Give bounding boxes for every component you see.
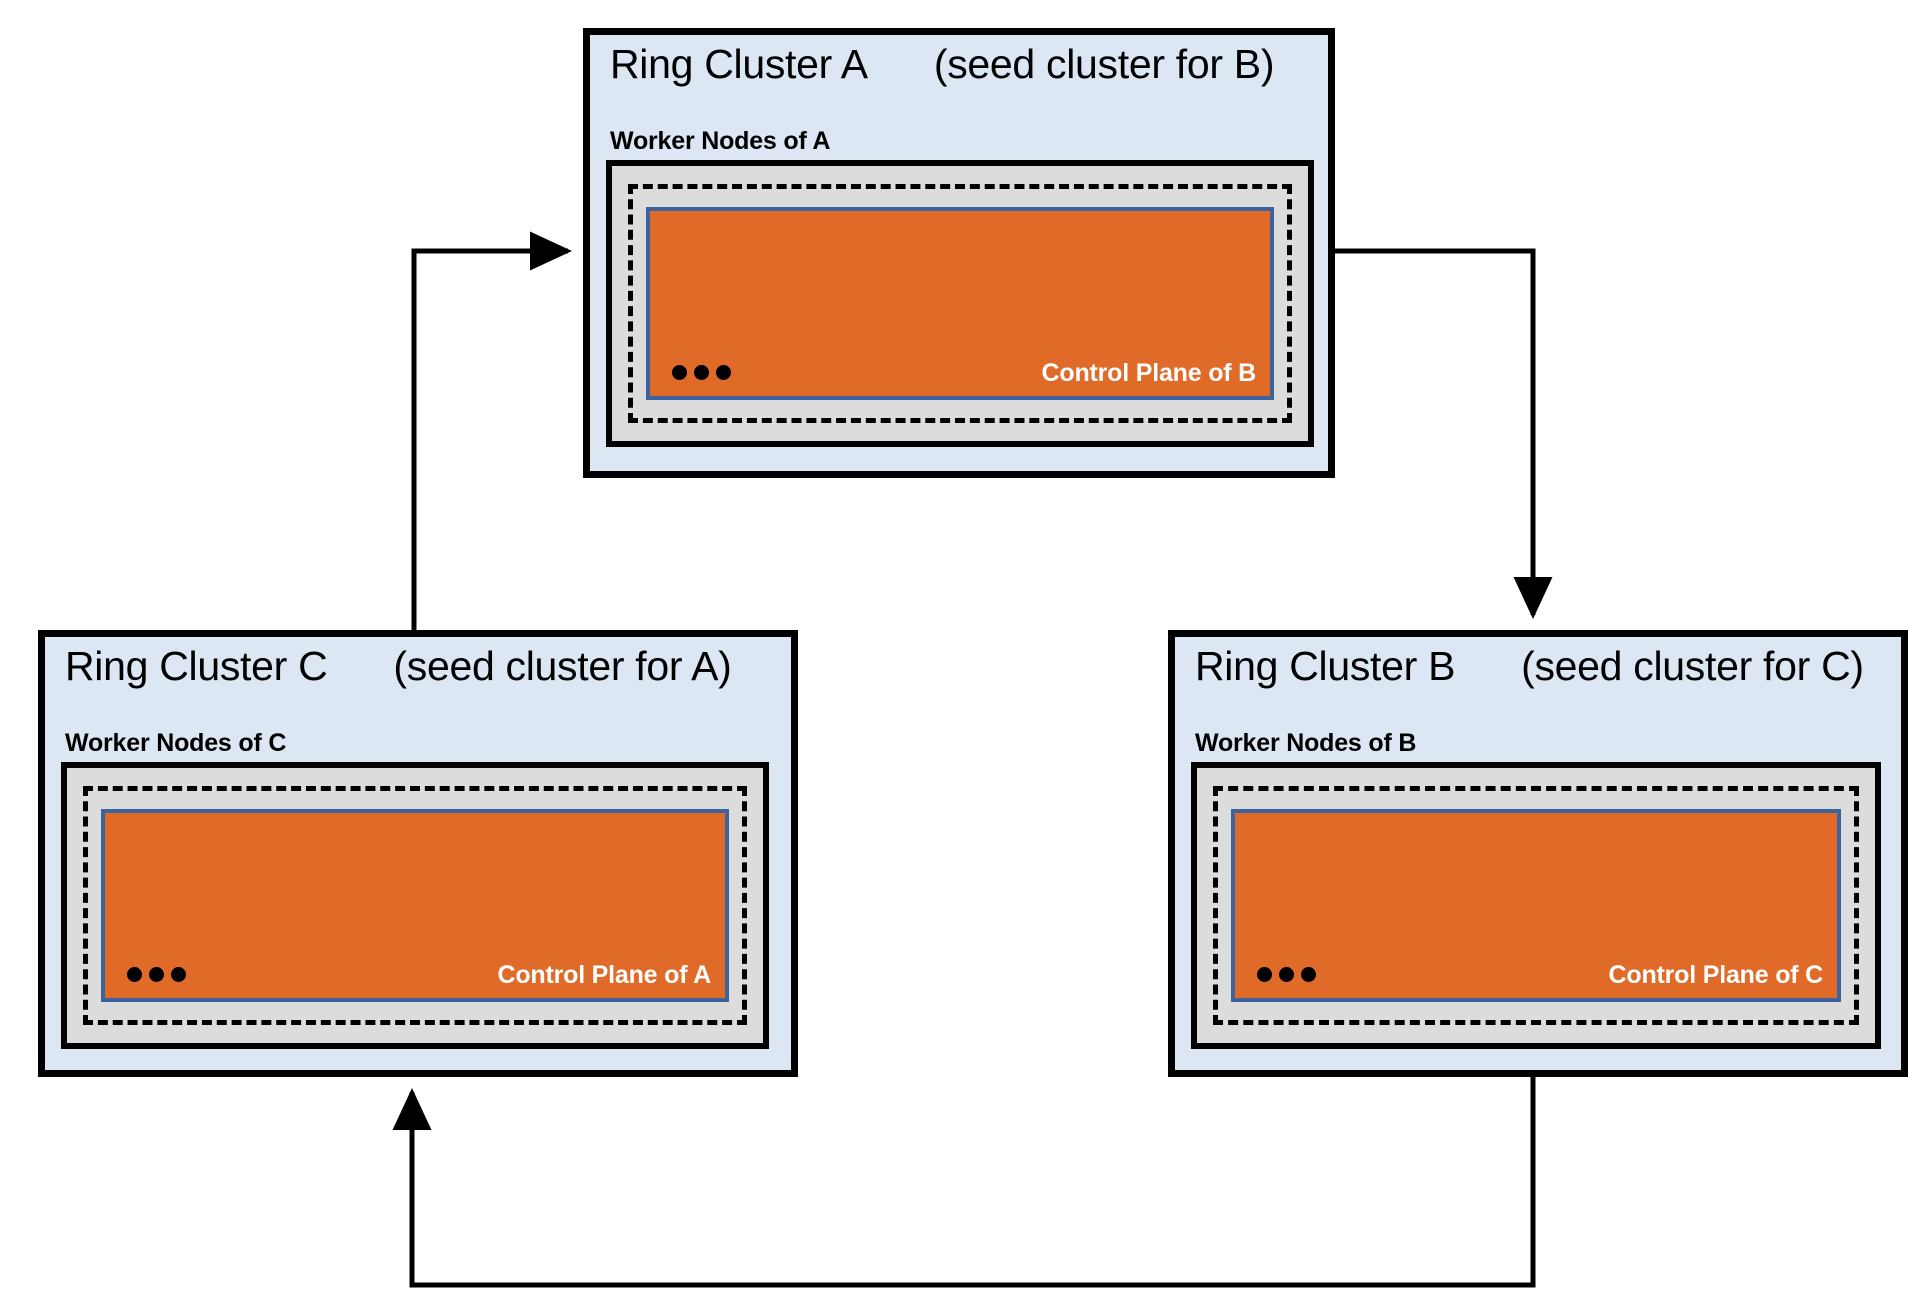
dot <box>1257 967 1272 982</box>
arrow-c-to-a <box>411 231 573 630</box>
cluster-b-title: Ring Cluster B (seed cluster for C) <box>1195 643 1864 690</box>
arrow-b-to-c <box>392 1077 1536 1288</box>
cluster-c-name: Ring Cluster C <box>65 643 328 689</box>
cluster-a-worker-nodes-box[interactable]: Control Plane of B <box>606 160 1314 447</box>
cluster-b-node-group: Control Plane of C <box>1213 786 1859 1025</box>
cluster-c-seed-note: (seed cluster for A) <box>393 643 732 689</box>
cluster-b-seed-note: (seed cluster for C) <box>1521 643 1864 689</box>
cluster-a-seed-note: (seed cluster for B) <box>933 41 1275 87</box>
cluster-c-title: Ring Cluster C (seed cluster for A) <box>65 643 732 690</box>
dot <box>127 967 142 982</box>
dot <box>171 967 186 982</box>
cluster-a-title: Ring Cluster A (seed cluster for B) <box>610 41 1275 88</box>
cluster-b-name: Ring Cluster B <box>1195 643 1456 689</box>
cluster-b-worker-nodes-box[interactable]: Control Plane of C <box>1191 762 1881 1049</box>
cluster-c[interactable]: Ring Cluster C (seed cluster for A) Worke… <box>38 630 798 1077</box>
cluster-c-control-plane[interactable]: Control Plane of A <box>101 809 729 1002</box>
cluster-a-node-group: Control Plane of B <box>628 184 1292 423</box>
cluster-b[interactable]: Ring Cluster B (seed cluster for C) Worke… <box>1168 630 1908 1077</box>
cluster-a-control-plane[interactable]: Control Plane of B <box>646 207 1274 400</box>
dot <box>1279 967 1294 982</box>
cluster-c-worker-nodes-box[interactable]: Control Plane of A <box>61 762 769 1049</box>
dot <box>672 365 687 380</box>
cluster-a-control-plane-label: Control Plane of B <box>1041 359 1257 387</box>
cluster-c-control-plane-label: Control Plane of A <box>497 961 711 989</box>
cluster-c-ellipsis-dots <box>127 967 186 982</box>
cluster-b-ellipsis-dots <box>1257 967 1316 982</box>
cluster-c-worker-label: Worker Nodes of C <box>65 729 287 757</box>
cluster-a-ellipsis-dots <box>672 365 731 380</box>
cluster-c-node-group: Control Plane of A <box>83 786 747 1025</box>
dot <box>716 365 731 380</box>
cluster-b-worker-label: Worker Nodes of B <box>1195 729 1417 757</box>
cluster-b-control-plane[interactable]: Control Plane of C <box>1231 809 1841 1002</box>
cluster-a[interactable]: Ring Cluster A (seed cluster for B) Worke… <box>583 28 1335 478</box>
dot <box>1301 967 1316 982</box>
dot <box>694 365 709 380</box>
dot <box>149 967 164 982</box>
cluster-b-control-plane-label: Control Plane of C <box>1608 961 1824 989</box>
cluster-a-name: Ring Cluster A <box>610 41 868 87</box>
cluster-a-worker-label: Worker Nodes of A <box>610 127 831 155</box>
arrow-a-to-b <box>1335 248 1553 620</box>
